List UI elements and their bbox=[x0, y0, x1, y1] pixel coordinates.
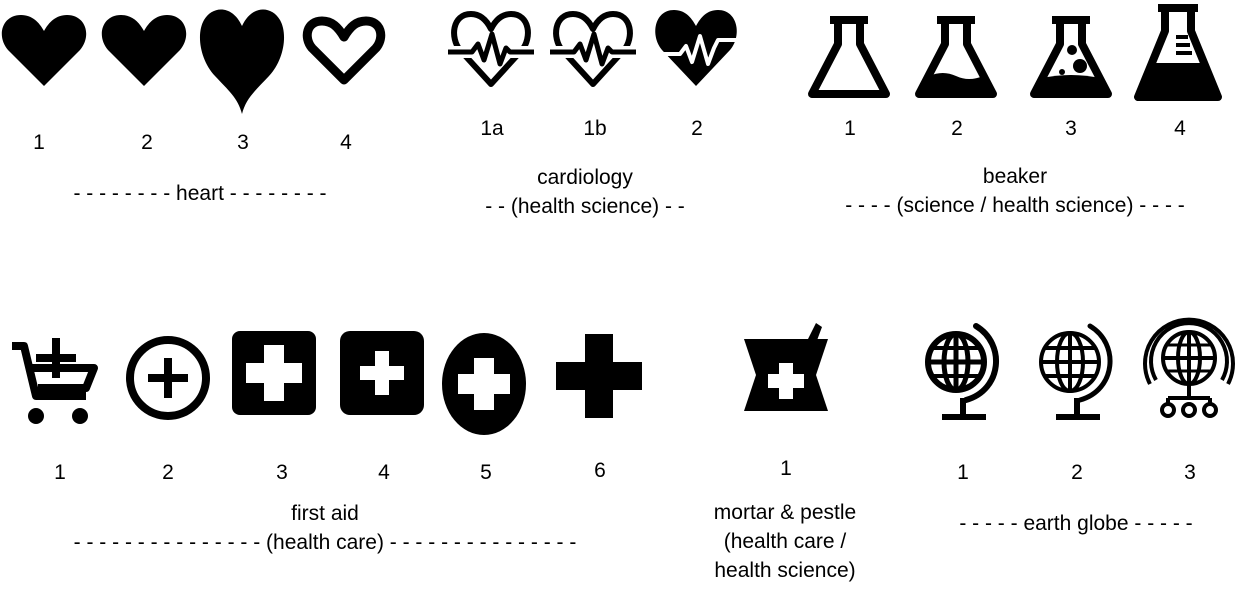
heart-solid-icon bbox=[101, 15, 187, 86]
heartbeat-solid-icon bbox=[655, 10, 738, 86]
cross-icon bbox=[556, 334, 642, 418]
mortar-pestle-icon bbox=[744, 323, 828, 411]
cart-plus-icon bbox=[12, 338, 98, 424]
globe-number: 1 bbox=[957, 461, 969, 484]
first-aid-number: 3 bbox=[276, 461, 288, 484]
globe-caption: - - - - - earth globe - - - - - bbox=[959, 512, 1193, 535]
beaker-number: 1 bbox=[844, 117, 856, 140]
cardiology-number: 2 bbox=[691, 117, 703, 140]
cardiology-number: 1b bbox=[583, 117, 607, 140]
beaker-number: 3 bbox=[1065, 117, 1077, 140]
globe-network-icon bbox=[1143, 317, 1235, 418]
globe-stand-icon bbox=[1039, 323, 1113, 420]
heart-tall-icon bbox=[199, 9, 285, 115]
oval-cross-icon bbox=[442, 333, 526, 435]
cardiology-number: 1a bbox=[480, 117, 504, 140]
first-aid-caption: first aid - - - - - - - - - - - - - - - … bbox=[73, 502, 577, 554]
heart-caption: - - - - - - - - heart - - - - - - - - bbox=[73, 182, 327, 205]
heart-number: 3 bbox=[237, 131, 249, 154]
globe-stand-icon bbox=[925, 323, 1000, 420]
heart-number: 2 bbox=[141, 131, 153, 154]
first-aid-number: 5 bbox=[480, 461, 492, 484]
heartbeat-outline-icon bbox=[448, 11, 534, 87]
flask-liquid-icon bbox=[915, 16, 997, 98]
first-aid-number: 4 bbox=[378, 461, 390, 484]
rounded-square-cross-icon bbox=[340, 331, 424, 415]
flask-measure-icon bbox=[1134, 4, 1222, 101]
mortar-caption: mortar & pestle (health care / health sc… bbox=[713, 501, 857, 582]
circle-plus-icon bbox=[126, 336, 210, 420]
flask-bubbles-icon bbox=[1030, 16, 1112, 98]
heart-number: 1 bbox=[33, 131, 45, 154]
first-aid-number: 1 bbox=[54, 461, 66, 484]
globe-number: 3 bbox=[1184, 461, 1196, 484]
square-cross-icon bbox=[232, 331, 316, 415]
heart-outline-icon bbox=[302, 16, 386, 85]
heart-number: 4 bbox=[340, 131, 352, 154]
globe-number: 2 bbox=[1071, 461, 1083, 484]
first-aid-number: 6 bbox=[594, 459, 606, 482]
first-aid-number: 2 bbox=[162, 461, 174, 484]
beaker-number: 4 bbox=[1174, 117, 1186, 140]
mortar-number: 1 bbox=[780, 457, 792, 480]
beaker-number: 2 bbox=[951, 117, 963, 140]
beaker-caption: beaker - - - - (science / health science… bbox=[845, 165, 1185, 217]
flask-empty-icon bbox=[808, 16, 890, 98]
cardiology-caption: cardiology - - (health science) - - bbox=[485, 166, 685, 218]
heart-solid-icon bbox=[1, 15, 87, 86]
heartbeat-outline-icon bbox=[550, 11, 636, 87]
